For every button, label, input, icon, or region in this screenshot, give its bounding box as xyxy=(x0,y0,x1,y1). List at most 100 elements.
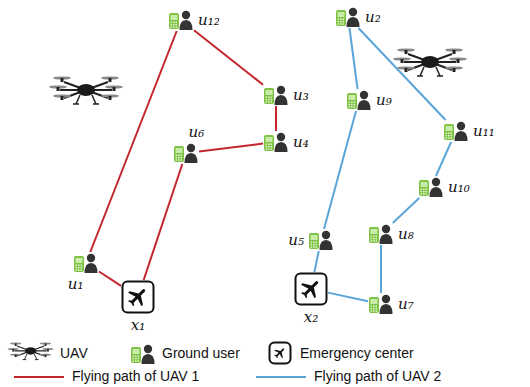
phone-key xyxy=(176,26,178,27)
phone-key xyxy=(423,189,425,190)
ground-user: u₄ xyxy=(263,131,289,153)
phone-key xyxy=(266,144,268,145)
phone-key xyxy=(354,102,356,103)
person-head xyxy=(182,11,190,19)
phone-key xyxy=(340,23,342,24)
flight-path xyxy=(436,142,451,176)
legend-user-icon xyxy=(131,345,155,364)
person-body xyxy=(347,17,360,27)
phone-key xyxy=(448,137,450,138)
phone-screen xyxy=(76,258,83,263)
phone-body xyxy=(347,93,357,109)
phone-key xyxy=(446,137,448,138)
phone-key xyxy=(271,148,273,149)
node-label: u₁₂ xyxy=(198,12,220,29)
node-label: u₂ xyxy=(365,9,381,26)
center-icon xyxy=(294,272,328,306)
person-head xyxy=(277,133,285,141)
phone-key xyxy=(176,22,178,23)
flight-path xyxy=(380,245,382,293)
phone-key xyxy=(138,356,140,357)
phone-key xyxy=(313,244,315,245)
phone-key xyxy=(423,193,425,194)
phone-key xyxy=(271,146,273,147)
person-head xyxy=(349,8,357,16)
phone-key xyxy=(181,155,183,156)
phone-key xyxy=(78,267,80,268)
phone-key xyxy=(268,101,270,102)
emergency-center: x₁ xyxy=(121,280,155,314)
phone-key xyxy=(76,269,78,270)
person-body xyxy=(180,20,193,30)
phone-key xyxy=(343,19,345,20)
ground-user: u₇ xyxy=(368,293,394,315)
person-head xyxy=(432,178,440,186)
ground-user: u₈ xyxy=(368,223,394,245)
uav-body xyxy=(421,56,439,68)
emergency-center: x₂ xyxy=(294,272,328,306)
phone-key xyxy=(316,244,318,245)
phone-key xyxy=(354,106,356,107)
user-icon xyxy=(335,6,361,28)
ground-user: u₉ xyxy=(346,89,372,111)
phone-key xyxy=(373,236,375,237)
user-icon xyxy=(368,293,394,315)
phone-key xyxy=(266,101,268,102)
flight-path xyxy=(144,164,183,280)
phone-screen xyxy=(338,12,345,17)
uav-motor xyxy=(405,50,408,54)
phone-key xyxy=(343,21,345,22)
phone-key xyxy=(271,97,273,98)
phone-key xyxy=(373,310,375,311)
phone-key xyxy=(446,135,448,136)
legend-line-red xyxy=(14,376,64,378)
phone-key xyxy=(311,242,313,243)
uav-legs xyxy=(417,67,443,76)
phone-key xyxy=(451,137,453,138)
phone-key xyxy=(81,269,83,270)
flight-path xyxy=(358,28,445,120)
phone-key xyxy=(376,310,378,311)
user-icon xyxy=(263,84,289,106)
ground-user: u₆ xyxy=(173,142,199,164)
phone-key xyxy=(351,106,353,107)
flight-path xyxy=(199,144,263,152)
uav-body xyxy=(25,347,36,354)
uav-motor xyxy=(57,87,60,91)
phone-key xyxy=(76,267,78,268)
legend-label: Flying path of UAV 1 xyxy=(72,369,199,384)
phone-key xyxy=(340,21,342,22)
phone-key xyxy=(138,360,140,361)
flight-path xyxy=(275,106,277,131)
node-label: u₁ xyxy=(68,276,84,293)
person-head xyxy=(87,254,95,262)
phone-key xyxy=(268,148,270,149)
legend-center-icon xyxy=(270,343,291,364)
person-head xyxy=(457,122,465,130)
uav-motor xyxy=(15,343,17,345)
plane-glyph xyxy=(297,275,325,303)
phone-key xyxy=(135,358,137,359)
phone-key xyxy=(171,22,173,23)
phone-key xyxy=(340,19,342,20)
uav-motor xyxy=(109,96,112,100)
phone-body xyxy=(264,88,274,104)
uav-icon xyxy=(49,76,123,104)
node-label: u₉ xyxy=(376,92,392,109)
phone-body xyxy=(131,347,141,363)
phone-key xyxy=(426,189,428,190)
center-icon xyxy=(121,280,155,314)
phone-key xyxy=(338,19,340,20)
phone-key xyxy=(351,104,353,105)
legend-label: Flying path of UAV 2 xyxy=(314,369,441,384)
phone-body xyxy=(309,233,319,249)
uav-motor xyxy=(45,355,47,357)
flight-path xyxy=(328,293,368,302)
ground-user: u₅ xyxy=(308,229,334,251)
phone-screen xyxy=(266,90,273,95)
phone-screen xyxy=(421,182,428,187)
ground-user: u₁ xyxy=(73,252,99,274)
phone-key xyxy=(266,99,268,100)
